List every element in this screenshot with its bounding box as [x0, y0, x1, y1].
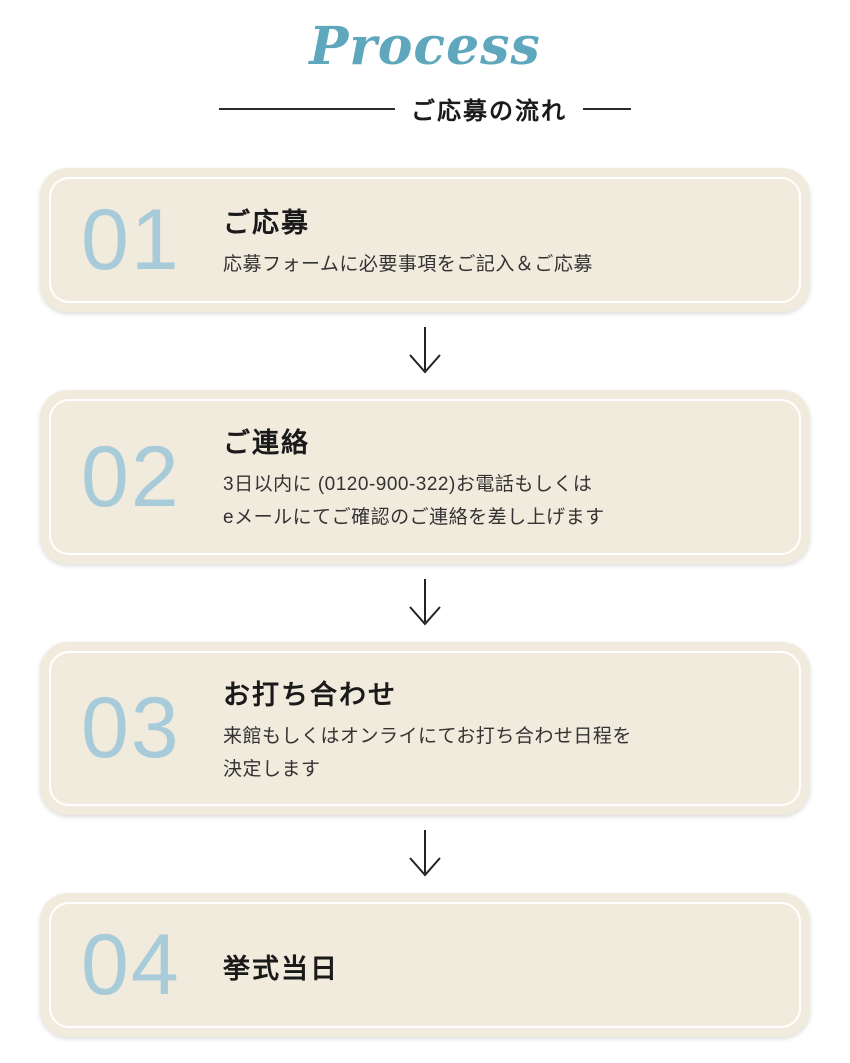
subtitle-divider-right: [583, 107, 631, 110]
step-description: 来館もしくはオンライにてお打ち合わせ日程を 決定します: [223, 725, 632, 780]
down-arrow-icon: [405, 829, 445, 879]
step-content: ご連絡 3日以内に (0120-900-322)お電話もしくは eメールにてご確…: [223, 419, 605, 535]
step-number: 02: [81, 428, 181, 525]
step-title: お打ち合わせ: [223, 679, 397, 711]
section-title: Process: [309, 16, 541, 77]
step-card-01: 01 ご応募 応募フォームに必要事項をご記入＆ご応募: [40, 168, 810, 313]
step-number: 03: [81, 680, 181, 777]
down-arrow-icon: [405, 326, 445, 376]
step-title: ご連絡: [223, 428, 310, 460]
step-title: 挙式当日: [223, 953, 339, 985]
step-content: ご応募 応募フォームに必要事項をご記入＆ご応募: [223, 199, 593, 281]
step-number: 04: [81, 917, 181, 1014]
step-content: お打ち合わせ 来館もしくはオンライにてお打ち合わせ日程を 決定します: [223, 671, 632, 787]
step-content: 挙式当日: [223, 945, 339, 986]
step-card-01-frame: 01 ご応募 応募フォームに必要事項をご記入＆ご応募: [49, 177, 801, 304]
step-card-03-frame: 03 お打ち合わせ 来館もしくはオンライにてお打ち合わせ日程を 決定します: [49, 650, 801, 807]
step-card-04-frame: 04 挙式当日: [49, 902, 801, 1029]
step-description: 応募フォームに必要事項をご記入＆ご応募: [223, 254, 593, 276]
step-card-02-frame: 02 ご連絡 3日以内に (0120-900-322)お電話もしくは eメールに…: [49, 399, 801, 555]
subtitle-divider-left: [219, 107, 395, 110]
step-card-02: 02 ご連絡 3日以内に (0120-900-322)お電話もしくは eメールに…: [40, 390, 810, 564]
steps-list: 01 ご応募 応募フォームに必要事項をご記入＆ご応募 02 ご連絡 3日以内に …: [0, 168, 850, 1038]
step-number: 01: [81, 192, 181, 289]
step-description: 3日以内に (0120-900-322)お電話もしくは eメールにてご確認のご連…: [223, 474, 605, 529]
step-card-04: 04 挙式当日: [40, 893, 810, 1038]
section-subtitle-row: ご応募の流れ: [0, 91, 850, 126]
step-card-03: 03 お打ち合わせ 来館もしくはオンライにてお打ち合わせ日程を 決定します: [40, 641, 810, 816]
section-subtitle: ご応募の流れ: [411, 96, 567, 126]
step-title: ご応募: [223, 208, 310, 240]
down-arrow-icon: [405, 578, 445, 628]
